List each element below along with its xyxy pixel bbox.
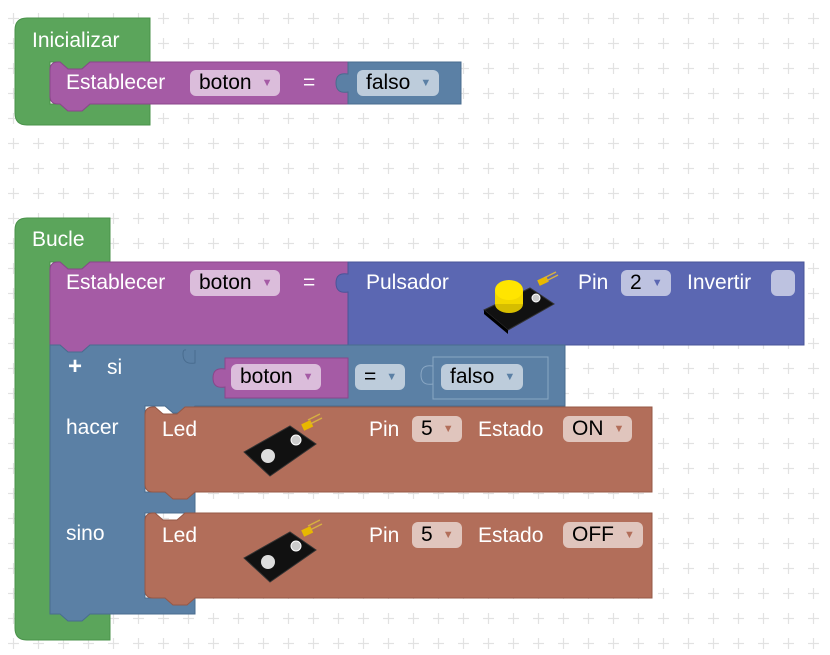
- led-on-label: Led: [162, 418, 198, 441]
- do-label: hacer: [66, 416, 119, 439]
- button-pin-value: 2: [630, 271, 642, 294]
- condition-left-value: boton: [240, 365, 293, 388]
- init-title: Inicializar: [32, 29, 120, 52]
- condition-right-value: falso: [450, 365, 495, 388]
- button-sensor-label: Pulsador: [366, 271, 449, 294]
- init-value-text: falso: [366, 71, 411, 94]
- push-button-module-image: [483, 271, 559, 334]
- dropdown-arrow-icon: ▼: [261, 277, 273, 289]
- invert-label: Invertir: [687, 271, 752, 294]
- condition-left-dropdown[interactable]: boton ▼: [231, 364, 322, 390]
- loop-equals: =: [303, 271, 316, 294]
- led-off-pin-label: Pin: [369, 524, 400, 547]
- dropdown-arrow-icon: ▼: [613, 423, 625, 435]
- led-off-state-dropdown[interactable]: OFF ▼: [563, 522, 643, 548]
- button-pin-dropdown[interactable]: 2▼: [621, 270, 671, 296]
- loop-title: Bucle: [32, 228, 85, 251]
- init-variable-dropdown[interactable]: boton ▼: [190, 70, 281, 96]
- led-on-pin-label: Pin: [369, 418, 400, 441]
- else-label: sino: [66, 522, 105, 545]
- led-on-state-value: ON: [572, 417, 604, 440]
- invert-checkbox[interactable]: [771, 270, 795, 296]
- dropdown-arrow-icon: ▼: [420, 77, 432, 89]
- dropdown-arrow-icon: ▼: [624, 529, 635, 541]
- led-off-pin-value: 5: [421, 523, 433, 546]
- led-off-state-label: Estado: [478, 524, 544, 547]
- mutator-plus-icon[interactable]: +: [68, 353, 83, 380]
- led-off-pin-dropdown[interactable]: 5▼: [412, 522, 462, 548]
- condition-right-dropdown[interactable]: falso ▼: [441, 364, 524, 390]
- dropdown-arrow-icon: ▼: [302, 371, 314, 383]
- init-variable-value: boton: [199, 71, 252, 94]
- dropdown-arrow-icon: ▼: [442, 423, 454, 435]
- led-on-state-label: Estado: [478, 418, 544, 441]
- loop-variable-value: boton: [199, 271, 252, 294]
- led-off-label: Led: [162, 524, 198, 547]
- init-value-dropdown[interactable]: falso ▼: [357, 70, 440, 96]
- if-label: si: [107, 356, 123, 379]
- led-module-image: [243, 413, 323, 477]
- dropdown-arrow-icon: ▼: [651, 277, 663, 289]
- led-module-image: [243, 519, 323, 583]
- loop-set-label: Establecer: [66, 271, 166, 294]
- led-on-pin-value: 5: [421, 417, 433, 440]
- led-on-shape[interactable]: [140, 400, 660, 500]
- led-on-state-dropdown[interactable]: ON ▼: [563, 416, 633, 442]
- led-off-shape[interactable]: [140, 506, 660, 606]
- dropdown-arrow-icon: ▼: [386, 371, 398, 383]
- condition-operator-value: =: [364, 365, 377, 388]
- dropdown-arrow-icon: ▼: [504, 371, 516, 383]
- dropdown-arrow-icon: ▼: [261, 77, 273, 89]
- dropdown-arrow-icon: ▼: [442, 529, 454, 541]
- condition-operator-dropdown[interactable]: =▼: [355, 364, 406, 390]
- led-on-pin-dropdown[interactable]: 5▼: [412, 416, 462, 442]
- button-pin-label: Pin: [578, 271, 609, 294]
- loop-variable-dropdown[interactable]: boton ▼: [190, 270, 281, 296]
- init-block-shape[interactable]: [0, 0, 480, 140]
- init-set-label: Establecer: [66, 71, 166, 94]
- led-off-state-value: OFF: [572, 523, 614, 546]
- init-equals: =: [303, 71, 316, 94]
